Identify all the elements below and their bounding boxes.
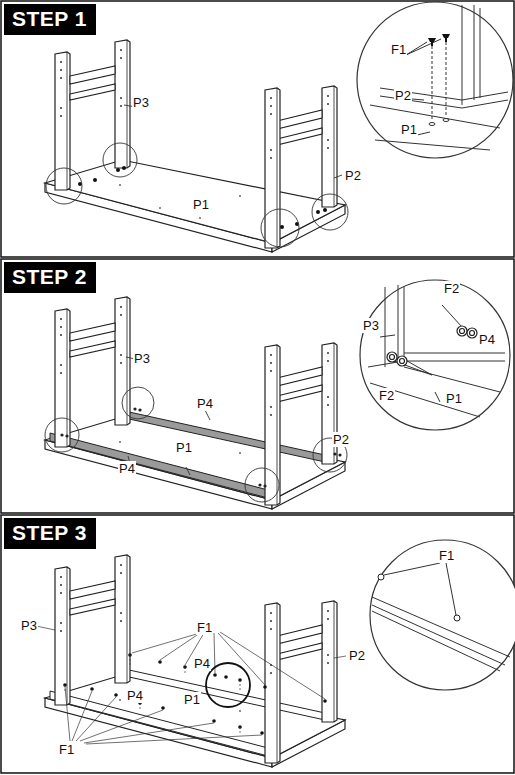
part-label: P4 bbox=[478, 332, 496, 347]
part-label: P1 bbox=[192, 197, 210, 212]
part-label: F1 bbox=[438, 548, 455, 563]
step-title: STEP 2 bbox=[12, 265, 87, 288]
part-label: P1 bbox=[183, 692, 201, 707]
part-label: P2 bbox=[344, 168, 362, 183]
part-label: P2 bbox=[394, 88, 412, 103]
part-label: P4 bbox=[193, 656, 211, 671]
part-label: F2 bbox=[378, 388, 395, 403]
part-label: P3 bbox=[362, 318, 380, 333]
part-label: F2 bbox=[443, 281, 460, 296]
part-label: P3 bbox=[133, 351, 151, 366]
part-label: P2 bbox=[332, 432, 350, 447]
step-banner: STEP 1 bbox=[4, 4, 96, 35]
step-banner: STEP 3 bbox=[4, 518, 96, 549]
part-label: P4 bbox=[118, 461, 136, 476]
part-label: P2 bbox=[348, 648, 366, 663]
step-title: STEP 3 bbox=[12, 521, 87, 544]
part-label: P4 bbox=[126, 688, 144, 703]
part-label: P4 bbox=[196, 396, 214, 411]
step-title: STEP 1 bbox=[12, 7, 87, 30]
part-label: P3 bbox=[20, 618, 38, 633]
part-label: P1 bbox=[175, 440, 193, 455]
part-label: F1 bbox=[390, 42, 407, 57]
part-label: P1 bbox=[445, 391, 463, 406]
part-label: P3 bbox=[132, 95, 150, 110]
part-label: F1 bbox=[58, 742, 75, 757]
part-label: P1 bbox=[400, 122, 418, 137]
part-label: F1 bbox=[196, 620, 213, 635]
step-banner: STEP 2 bbox=[4, 262, 96, 293]
